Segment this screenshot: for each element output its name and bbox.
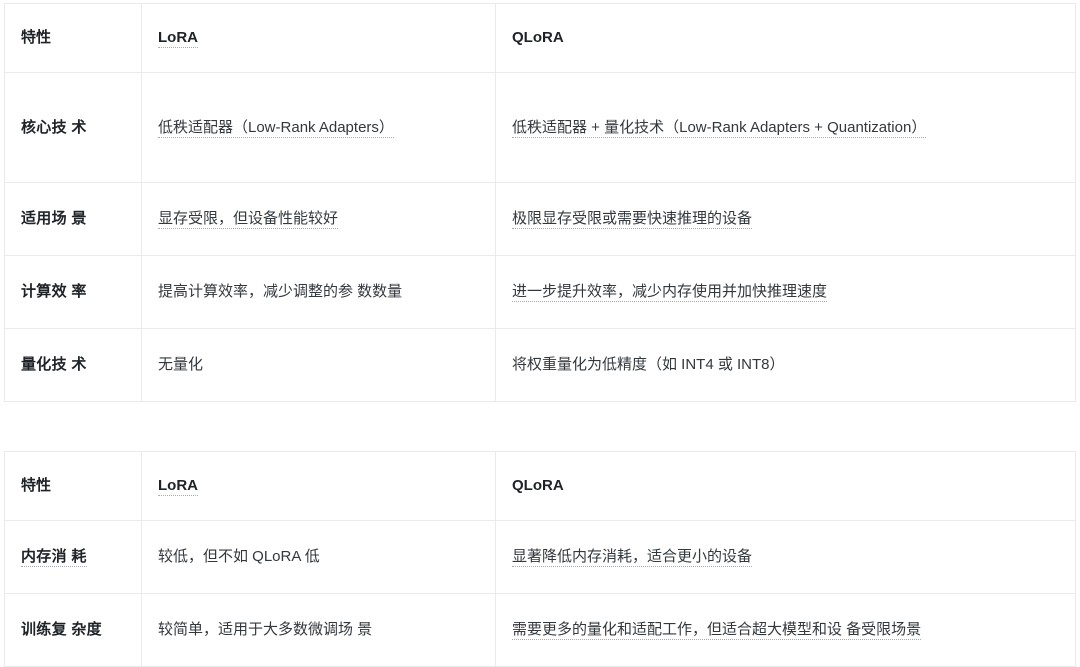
table-1-row-2-qlora-text: 进一步提升效率，减少内存使用并加快推理速度 (512, 283, 828, 303)
table-row: 内存消 耗 较低，但不如 QLoRA 低 显著降低内存消耗，适合更小的设备 (4, 520, 1076, 594)
table-2-header: 特性 LoRA QLoRA (4, 451, 1076, 521)
table-1-header-feature: 特性 (4, 3, 142, 73)
table-1-row-3-qlora: 将权重量化为低精度（如 INT4 或 INT8） (495, 328, 1076, 402)
table-1-row-2-qlora: 进一步提升效率，减少内存使用并加快推理速度 (495, 255, 1076, 329)
table-row: 训练复 杂度 较简单，适用于大多数微调场 景 需要更多的量化和适配工作，但适合超… (4, 593, 1076, 667)
table-1-row-2-feature: 计算效 率 (4, 255, 142, 329)
comparison-table-2: 特性 LoRA QLoRA 内存消 耗 较低，但不如 QLoRA 低 显著降低内… (4, 451, 1076, 667)
table-2-body: 内存消 耗 较低，但不如 QLoRA 低 显著降低内存消耗，适合更小的设备 训练… (4, 520, 1076, 667)
table-row: 特性 LoRA QLoRA (4, 451, 1076, 521)
table-2-header-lora: LoRA (141, 451, 496, 521)
table-2-row-0-feature: 内存消 耗 (4, 520, 142, 594)
table-2-header-lora-text: LoRA (158, 477, 198, 497)
table-row: 核心技 术 低秩适配器（Low-Rank Adapters） 低秩适配器 + 量… (4, 72, 1076, 183)
table-1-row-1-lora-text: 显存受限，但设备性能较好 (158, 210, 339, 230)
table-1-body: 核心技 术 低秩适配器（Low-Rank Adapters） 低秩适配器 + 量… (4, 72, 1076, 402)
table-2-header-feature: 特性 (4, 451, 142, 521)
table-1-header-qlora: QLoRA (495, 3, 1076, 73)
table-1-row-0-qlora-text: 低秩适配器 + 量化技术（Low-Rank Adapters + Quantiz… (512, 118, 927, 138)
table-1-row-3-lora: 无量化 (141, 328, 496, 402)
comparison-table-1: 特性 LoRA QLoRA 核心技 术 低秩适配器（Low-Rank Adapt… (4, 3, 1076, 402)
table-1-row-1-qlora: 极限显存受限或需要快速推理的设备 (495, 182, 1076, 256)
table-1-row-1-lora: 显存受限，但设备性能较好 (141, 182, 496, 256)
table-1-header-lora-text: LoRA (158, 29, 198, 49)
table-1-header-lora: LoRA (141, 3, 496, 73)
table-1-row-0-feature: 核心技 术 (4, 72, 142, 183)
table-2-row-0-feature-text: 内存消 耗 (21, 548, 87, 568)
table-1-row-0-qlora: 低秩适配器 + 量化技术（Low-Rank Adapters + Quantiz… (495, 72, 1076, 183)
table-1-row-0-lora-text: 低秩适配器（Low-Rank Adapters） (158, 118, 394, 138)
table-row: 量化技 术 无量化 将权重量化为低精度（如 INT4 或 INT8） (4, 328, 1076, 402)
table-1-row-2-lora: 提高计算效率，减少调整的参 数数量 (141, 255, 496, 329)
table-2-row-0-qlora-text: 显著降低内存消耗，适合更小的设备 (512, 548, 753, 568)
table-row: 适用场 景 显存受限，但设备性能较好 极限显存受限或需要快速推理的设备 (4, 182, 1076, 256)
table-2-row-0-lora: 较低，但不如 QLoRA 低 (141, 520, 496, 594)
table-row: 特性 LoRA QLoRA (4, 3, 1076, 73)
table-2-row-0-qlora: 显著降低内存消耗，适合更小的设备 (495, 520, 1076, 594)
document-body: 特性 LoRA QLoRA 核心技 术 低秩适配器（Low-Rank Adapt… (4, 3, 1076, 667)
table-2-row-1-qlora: 需要更多的量化和适配工作，但适合超大模型和设 备受限场景 (495, 593, 1076, 667)
table-2-header-qlora: QLoRA (495, 451, 1076, 521)
table-1-row-1-qlora-text: 极限显存受限或需要快速推理的设备 (512, 210, 753, 230)
table-2-row-1-feature: 训练复 杂度 (4, 593, 142, 667)
table-1-row-3-feature: 量化技 术 (4, 328, 142, 402)
table-2-row-1-qlora-text: 需要更多的量化和适配工作，但适合超大模型和设 备受限场景 (512, 621, 922, 641)
table-1-header: 特性 LoRA QLoRA (4, 3, 1076, 73)
table-row: 计算效 率 提高计算效率，减少调整的参 数数量 进一步提升效率，减少内存使用并加… (4, 255, 1076, 329)
table-spacer (4, 402, 1075, 451)
table-1-row-0-lora: 低秩适配器（Low-Rank Adapters） (141, 72, 496, 183)
table-2-row-1-lora: 较简单，适用于大多数微调场 景 (141, 593, 496, 667)
table-1-row-1-feature: 适用场 景 (4, 182, 142, 256)
